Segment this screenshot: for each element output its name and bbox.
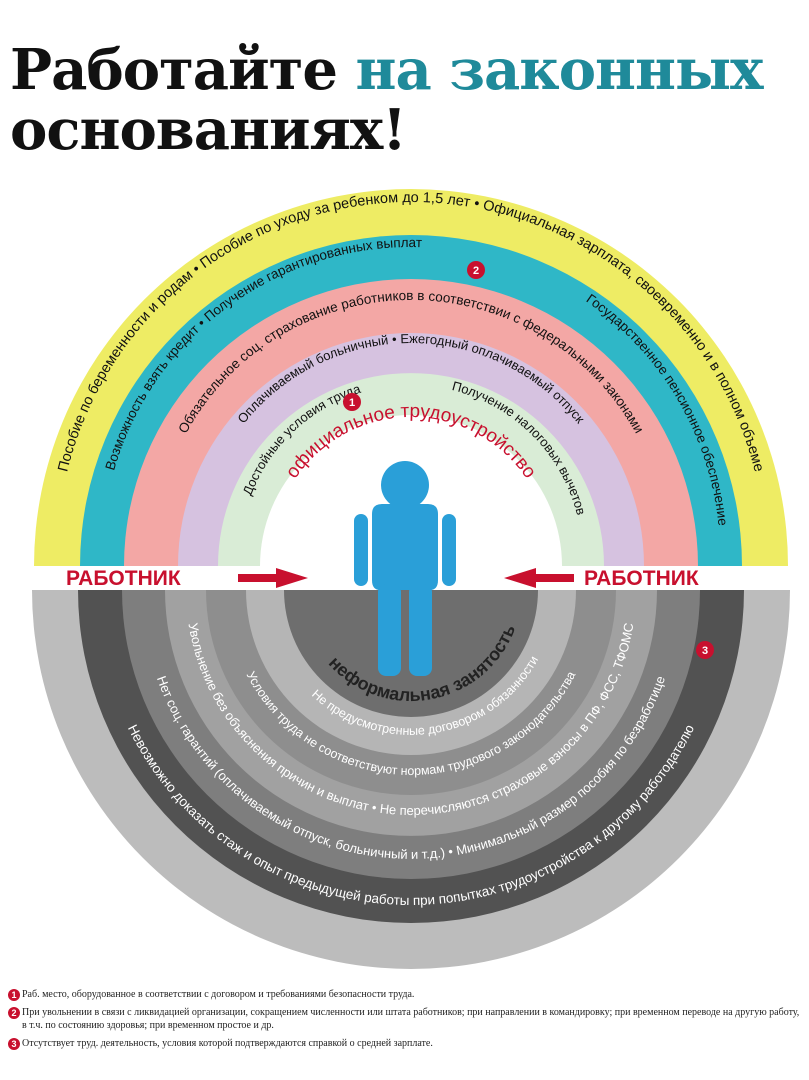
svg-text:2: 2 [473,265,479,277]
footnote-text: Раб. место, оборудованное в соответствии… [22,989,415,1000]
worker-label-right: РАБОТНИК [584,567,699,590]
person-icon [354,461,456,676]
footnote-text: При увольнении в связи с ликвидацией орг… [22,1007,800,1031]
footnote-3: 3 Отсутствует труд. деятельность, услови… [8,1037,803,1050]
arrow-left-icon [504,568,574,588]
footnote-1: 1 Раб. место, оборудованное в соответств… [8,988,803,1001]
footnote-text: Отсутствует труд. деятельность, условия … [22,1038,433,1049]
svg-text:1: 1 [349,397,355,409]
employment-diagram: Пособие по беременности и родам • Пособи… [0,189,809,969]
svg-text:3: 3 [702,645,708,657]
footnote-number: 3 [8,1038,20,1050]
title-line2: основаниях! [10,97,407,163]
badge-2: 2 [467,261,485,279]
worker-label-left: РАБОТНИК [66,567,181,590]
footnote-number: 2 [8,1007,20,1019]
footnote-number: 1 [8,989,20,1001]
badge-1: 1 [343,393,361,411]
title-plain: Работайте [10,37,356,103]
footnote-2: 2 При увольнении в связи с ликвидацией о… [8,1006,803,1032]
footnotes: 1 Раб. место, оборудованное в соответств… [8,988,803,1055]
arrow-right-icon [238,568,308,588]
title-accent: на законных [355,37,763,103]
badge-3: 3 [696,641,714,659]
page-title: Работайте на законных основаниях! [10,37,764,163]
